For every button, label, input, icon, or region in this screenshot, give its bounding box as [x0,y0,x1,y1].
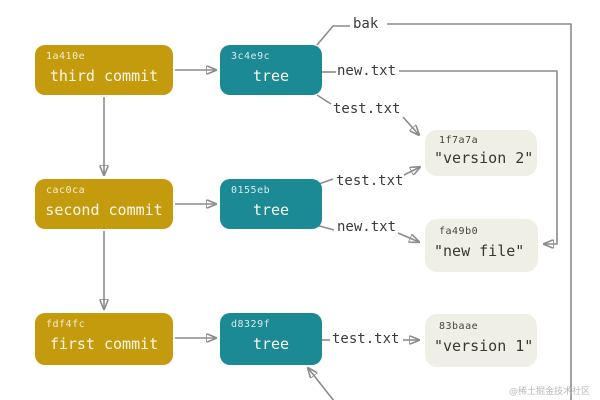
commit-hash: 1a410e [46,51,86,62]
commit-hash: cac0ca [46,185,86,196]
commit-hash: fdf4fc [46,319,86,330]
blob-hash: 1f7a7a [439,135,479,146]
tree-title: tree [252,67,290,85]
tree-node-d8329f: d8329f tree [220,313,322,365]
commit-node-third: 1a410e third commit [35,45,173,95]
edge-label-newtxt-tree1: new.txt [337,63,397,79]
tree-hash: 3c4e9c [231,51,271,62]
blob-hash: 83baae [439,321,479,332]
edge-bak-wrap-line [387,23,572,400]
edge-tree1-bak-connector [316,25,350,46]
blob-node-newfile: fa49b0 "new file" [425,219,538,272]
blob-title: "new file" [434,242,525,260]
commit-title: second commit [45,201,163,219]
blob-title: "version 1" [434,337,534,355]
tree-hash: 0155eb [231,185,271,196]
tree-title: tree [252,201,290,219]
edge-label-testtxt-tree3: test.txt [332,331,400,347]
edge-tree1-testtxt-to-blob1 [402,116,419,135]
tree-node-0155eb: 0155eb tree [220,179,322,229]
tree-hash: d8329f [231,319,271,330]
commit-title: third commit [49,67,159,85]
commit-node-first: fdf4fc first commit [35,313,173,365]
edge-label-newtxt-tree2: new.txt [337,219,397,235]
blob-node-version2: 1f7a7a "version 2" [425,130,537,176]
commit-title: first commit [49,335,159,353]
blob-node-version1: 83baae "version 1" [425,314,537,367]
edge-label-bak: bak [353,16,379,32]
tree-title: tree [252,335,290,353]
edge-tree2-testtxt-to-blob1 [403,167,420,176]
edge-bak-return-arrow [308,368,335,400]
blob-hash: fa49b0 [439,226,479,237]
edge-label-testtxt-tree2: test.txt [336,173,404,189]
blob-title: "version 2" [434,149,534,167]
edge-label-testtxt-tree1: test.txt [333,101,401,117]
edge-tree1-testtxt-connector [316,94,332,105]
edge-newtxt-wrap-to-blob2 [399,70,558,244]
juejin-watermark: @稀土掘金技术社区 [508,387,590,397]
commit-node-second: cac0ca second commit [35,179,173,229]
edge-tree2-newtxt-to-blob2 [397,232,419,242]
tree-node-3c4e9c: 3c4e9c tree [220,45,322,95]
